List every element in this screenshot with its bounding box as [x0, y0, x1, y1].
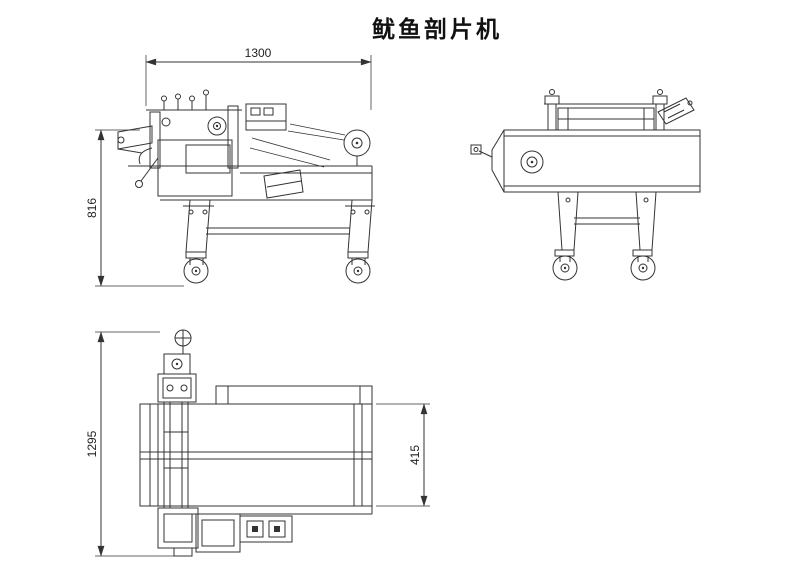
dim-front-width: 1300 [145, 46, 372, 110]
dim-top-width: 415 [376, 403, 430, 507]
dim-front-height: 816 [85, 129, 184, 287]
dim-label-top-width: 415 [408, 445, 422, 465]
front-view-machine [117, 89, 375, 284]
top-view: 1295 415 [85, 329, 430, 557]
page-title: 鱿鱼剖片机 [372, 16, 502, 42]
dim-label-top-length: 1295 [85, 430, 99, 457]
side-view-machine [470, 89, 701, 281]
dim-label-front-height: 816 [85, 198, 99, 218]
dim-label-front-width: 1300 [245, 46, 272, 60]
top-view-machine [139, 329, 373, 557]
dim-top-length: 1295 [85, 331, 192, 557]
front-view: 1300 816 [85, 46, 375, 287]
side-view [470, 89, 701, 281]
